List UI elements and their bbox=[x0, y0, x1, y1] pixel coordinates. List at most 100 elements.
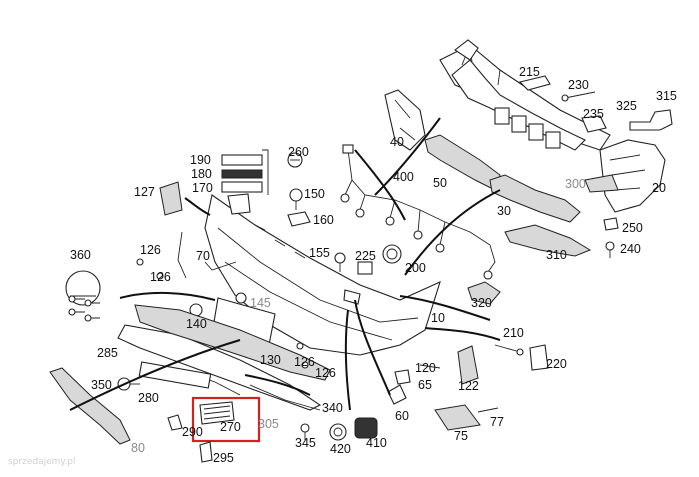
label-225: 225 bbox=[355, 249, 376, 263]
part-80 bbox=[49, 367, 131, 445]
label-410: 410 bbox=[366, 436, 387, 450]
label-122: 122 bbox=[458, 379, 479, 393]
label-50: 50 bbox=[433, 176, 447, 190]
label-180: 180 bbox=[191, 167, 212, 181]
label-325: 325 bbox=[616, 99, 637, 113]
part-235 bbox=[581, 115, 607, 133]
part-310 bbox=[504, 224, 592, 257]
part-300 bbox=[584, 174, 619, 193]
part-420 bbox=[329, 423, 347, 441]
side-bracket-right bbox=[599, 139, 666, 213]
part-340-strip bbox=[249, 384, 321, 411]
part-290 bbox=[167, 414, 183, 431]
label-290: 290 bbox=[182, 425, 203, 439]
bumper-reinforcement bbox=[439, 39, 611, 151]
label-20: 20 bbox=[652, 181, 666, 195]
label-260: 260 bbox=[288, 145, 309, 159]
part-410 bbox=[354, 417, 378, 439]
part-210 bbox=[494, 344, 524, 356]
label-235: 235 bbox=[583, 107, 604, 121]
label-305: 305 bbox=[258, 417, 279, 431]
part-220 bbox=[529, 344, 549, 371]
label-130: 130 bbox=[260, 353, 281, 367]
label-40: 40 bbox=[390, 135, 404, 149]
label-345: 345 bbox=[295, 436, 316, 450]
label-295: 295 bbox=[213, 451, 234, 465]
label-400: 400 bbox=[393, 170, 414, 184]
part-360 bbox=[65, 270, 101, 322]
label-160: 160 bbox=[313, 213, 334, 227]
label-310: 310 bbox=[546, 248, 567, 262]
label-190: 190 bbox=[190, 153, 211, 167]
part-230-bolt bbox=[561, 91, 596, 102]
part-315-325 bbox=[629, 109, 673, 131]
part-225 bbox=[357, 261, 373, 275]
part-60 bbox=[387, 384, 407, 405]
label-140: 140 bbox=[186, 317, 207, 331]
part-127 bbox=[159, 181, 183, 216]
assembly-arrows bbox=[69, 117, 501, 411]
part-150 bbox=[289, 188, 303, 210]
label-215: 215 bbox=[519, 65, 540, 79]
label-150: 150 bbox=[304, 187, 325, 201]
part-77 bbox=[477, 407, 499, 413]
part-260 bbox=[287, 152, 303, 168]
highlight-box-270 bbox=[191, 396, 261, 443]
label-285: 285 bbox=[97, 346, 118, 360]
label-60: 60 bbox=[395, 409, 409, 423]
label-320: 320 bbox=[471, 296, 492, 310]
label-77: 77 bbox=[490, 415, 504, 429]
labels: 215 230 325 315 235 40 260 190 180 170 4… bbox=[70, 65, 677, 465]
label-155: 155 bbox=[309, 246, 330, 260]
part-295 bbox=[199, 441, 213, 463]
label-10: 10 bbox=[431, 311, 445, 325]
label-30: 30 bbox=[497, 204, 511, 218]
part-200 bbox=[382, 244, 402, 264]
label-126-b: 126 bbox=[150, 270, 171, 284]
label-126-a: 126 bbox=[140, 243, 161, 257]
grille-parts-170-190 bbox=[221, 149, 269, 215]
label-120: 120 bbox=[415, 361, 436, 375]
part-215 bbox=[518, 75, 551, 91]
energy-absorber-left bbox=[384, 89, 426, 151]
part-122 bbox=[457, 345, 479, 385]
label-315: 315 bbox=[656, 89, 677, 103]
part-70-hook bbox=[204, 261, 237, 271]
label-220: 220 bbox=[546, 357, 567, 371]
label-270: 270 bbox=[220, 420, 241, 434]
part-320 bbox=[467, 281, 501, 305]
label-200: 200 bbox=[405, 261, 426, 275]
label-65: 65 bbox=[418, 378, 432, 392]
label-170: 170 bbox=[192, 181, 213, 195]
label-280: 280 bbox=[138, 391, 159, 405]
label-350: 350 bbox=[91, 378, 112, 392]
label-240: 240 bbox=[620, 242, 641, 256]
part-70 bbox=[177, 231, 187, 279]
bracket-30 bbox=[489, 174, 581, 223]
label-420: 420 bbox=[330, 442, 351, 456]
part-345 bbox=[300, 423, 310, 440]
part-160 bbox=[287, 211, 311, 227]
label-126-d: 126 bbox=[315, 366, 336, 380]
label-127: 127 bbox=[134, 185, 155, 199]
clips-126 bbox=[136, 258, 309, 369]
part-145 bbox=[235, 292, 247, 304]
part-240 bbox=[605, 241, 615, 258]
watermark: sprzedajemy.pl bbox=[8, 457, 76, 467]
label-210: 210 bbox=[503, 326, 524, 340]
label-70: 70 bbox=[196, 249, 210, 263]
label-360: 360 bbox=[70, 248, 91, 262]
label-80: 80 bbox=[131, 441, 145, 455]
label-126-c: 126 bbox=[294, 355, 315, 369]
wiring-harness bbox=[340, 144, 496, 280]
part-75 bbox=[434, 404, 481, 431]
grille-270 bbox=[199, 401, 235, 425]
part-250 bbox=[603, 217, 619, 231]
label-75: 75 bbox=[454, 429, 468, 443]
label-250: 250 bbox=[622, 221, 643, 235]
label-230: 230 bbox=[568, 78, 589, 92]
part-120 bbox=[419, 364, 441, 369]
label-300: 300 bbox=[565, 177, 586, 191]
